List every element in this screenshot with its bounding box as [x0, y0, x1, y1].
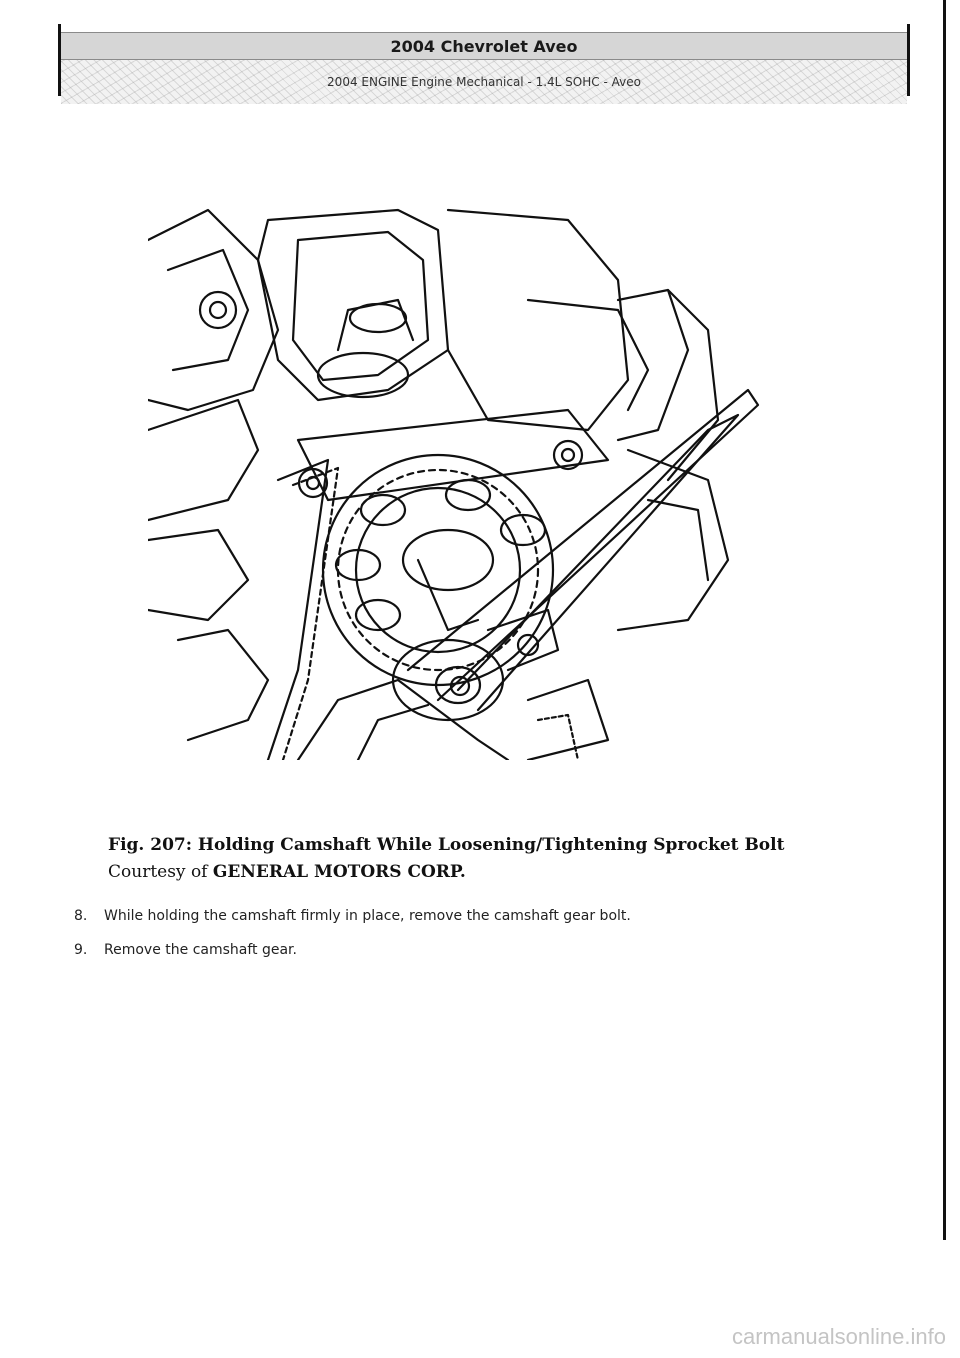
step-text: Remove the camshaft gear.	[104, 942, 297, 958]
figure-illustration	[148, 200, 788, 760]
step-text: While holding the camshaft firmly in pla…	[104, 908, 631, 924]
header-subtitle: 2004 ENGINE Engine Mechanical - 1.4L SOH…	[61, 60, 907, 104]
step-number: 9.	[74, 942, 88, 958]
page-edge	[943, 0, 960, 1240]
list-item: 9. Remove the camshaft gear.	[74, 940, 874, 960]
camshaft-sprocket-holding-tool-illustration	[148, 208, 760, 760]
figure-caption: Fig. 207: Holding Camshaft While Looseni…	[108, 832, 868, 886]
caption-company: GENERAL MOTORS CORP.	[212, 862, 466, 882]
watermark: carmanualsonline.info	[731, 1324, 946, 1349]
header-title: 2004 Chevrolet Aveo	[61, 32, 907, 60]
step-number: 8.	[74, 908, 88, 924]
document-header: 2004 Chevrolet Aveo 2004 ENGINE Engine M…	[58, 24, 910, 104]
caption-title: Fig. 207: Holding Camshaft While Looseni…	[108, 835, 785, 855]
procedure-steps: 8. While holding the camshaft firmly in …	[74, 906, 874, 974]
caption-courtesy-prefix: Courtesy of	[108, 862, 208, 882]
list-item: 8. While holding the camshaft firmly in …	[74, 906, 874, 926]
caption-courtesy: Courtesy of GENERAL MOTORS CORP.	[108, 858, 868, 886]
